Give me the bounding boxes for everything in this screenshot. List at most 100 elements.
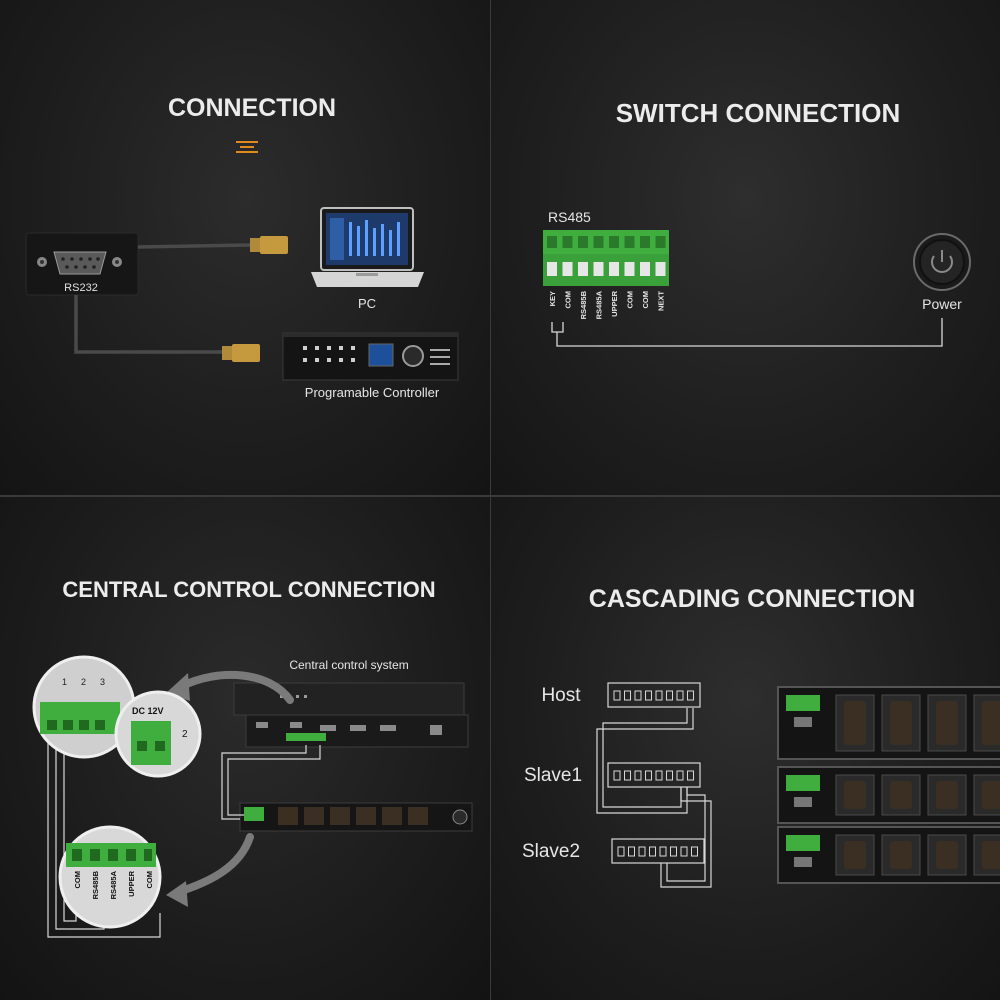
vertical-divider	[490, 0, 491, 1000]
terminal-pin	[645, 690, 652, 701]
pin-label: UPPER	[610, 290, 619, 316]
pin-label: RS485B	[91, 870, 100, 899]
terminal-pin	[655, 690, 663, 701]
terminal-pin	[624, 690, 631, 701]
dc-power-zoom: DC 12V 2	[114, 690, 202, 778]
system-label: Central control system	[289, 658, 408, 672]
programmable-controller	[282, 332, 459, 381]
rs232-port-plate: RS232	[25, 232, 139, 296]
pin-label: COM	[73, 871, 82, 889]
connection-arrows	[174, 670, 294, 896]
terminal-pin	[634, 690, 642, 701]
terminal-pin	[624, 770, 631, 781]
rack-unit	[777, 766, 1000, 824]
horizontal-divider	[0, 495, 1000, 497]
port-number-2: 2	[81, 677, 86, 687]
switch-wire	[551, 318, 943, 347]
terminal-outline	[611, 838, 705, 864]
terminal-pin	[666, 690, 673, 701]
terminal-outline	[607, 682, 701, 708]
terminal-pin	[670, 846, 677, 857]
terminal-pin	[659, 846, 667, 857]
db9-plug-bottom	[222, 344, 260, 362]
pin-label: NEXT	[657, 291, 666, 311]
wire-slot	[593, 262, 604, 276]
central-control-rack	[233, 682, 469, 748]
terminal-pin	[687, 690, 694, 701]
panel-connection: CONNECTION RS232	[0, 0, 490, 495]
panel-title: CENTRAL CONTROL CONNECTION	[62, 577, 435, 602]
screw-slot	[624, 236, 635, 248]
power-icon	[913, 233, 971, 291]
panel-title: SWITCH CONNECTION	[616, 98, 901, 128]
power-label: Power	[922, 296, 962, 312]
terminal-pin	[634, 770, 642, 781]
controller-label: Programable Controller	[305, 385, 440, 400]
dc-label: DC 12V	[132, 706, 164, 716]
screw-slot	[609, 236, 619, 248]
rs485-terminal-block	[543, 230, 669, 286]
wire-slot	[624, 262, 635, 276]
pin-label: COM	[641, 291, 650, 309]
terminal-outline	[607, 762, 701, 788]
device-label: Slave1	[524, 765, 582, 786]
terminal-pin	[687, 770, 694, 781]
terminal-pin	[628, 846, 635, 857]
wire-slot	[640, 262, 650, 276]
terminal-pin	[676, 690, 684, 701]
terminal-pin	[638, 846, 646, 857]
port-number-1: 1	[62, 677, 67, 687]
laptop-pc	[311, 207, 424, 287]
wire-slot	[578, 262, 588, 276]
device-row: Host	[541, 682, 701, 708]
pin-label: KEY	[548, 291, 557, 306]
serial-cables	[74, 243, 251, 354]
device-label: Slave2	[522, 841, 580, 862]
terminal-pin	[655, 770, 663, 781]
db9-plug-top	[250, 236, 288, 254]
pin-label: RS485B	[579, 290, 588, 319]
screw-slot	[578, 236, 588, 248]
power-strip-device	[239, 802, 473, 832]
screw-slot	[640, 236, 650, 248]
panel-title: CASCADING CONNECTION	[589, 585, 915, 613]
cascade-wires	[596, 708, 712, 888]
screw-slot	[547, 236, 557, 248]
terminal-pin	[676, 770, 684, 781]
rack-stack	[777, 686, 1000, 884]
rs232-label: RS232	[64, 282, 98, 294]
wire-slot	[655, 262, 666, 276]
terminal-pin	[617, 846, 625, 857]
port-number-3: 3	[100, 677, 105, 687]
screw-slot	[655, 236, 666, 248]
terminal-pin	[613, 690, 621, 701]
terminal-pin	[666, 770, 673, 781]
wire-slot	[562, 262, 573, 276]
terminal-title: RS485	[548, 209, 591, 225]
menu-icon	[236, 141, 258, 153]
rack-unit	[777, 826, 1000, 884]
screw-slot	[562, 236, 573, 248]
panel-title: CONNECTION	[168, 94, 336, 122]
device-row: Slave2	[522, 838, 705, 864]
pin-label: UPPER	[127, 870, 136, 896]
panel-central-control-connection: CENTRAL CONTROL CONNECTION Central contr…	[0, 497, 490, 1000]
pin-label: COM	[626, 291, 635, 309]
device-row: Slave1	[524, 762, 701, 788]
terminal-zoom-left: 1 2 3	[32, 655, 136, 759]
terminal-pin	[691, 846, 698, 857]
pin-label: COM	[564, 291, 573, 309]
terminal-pin	[645, 770, 652, 781]
screw-slot	[593, 236, 604, 248]
wire-slot	[609, 262, 619, 276]
rack-unit	[777, 686, 1000, 760]
port-number-label: 2	[182, 729, 188, 740]
terminal-pin	[680, 846, 688, 857]
terminal-pin	[613, 770, 621, 781]
wire-slot	[547, 262, 557, 276]
